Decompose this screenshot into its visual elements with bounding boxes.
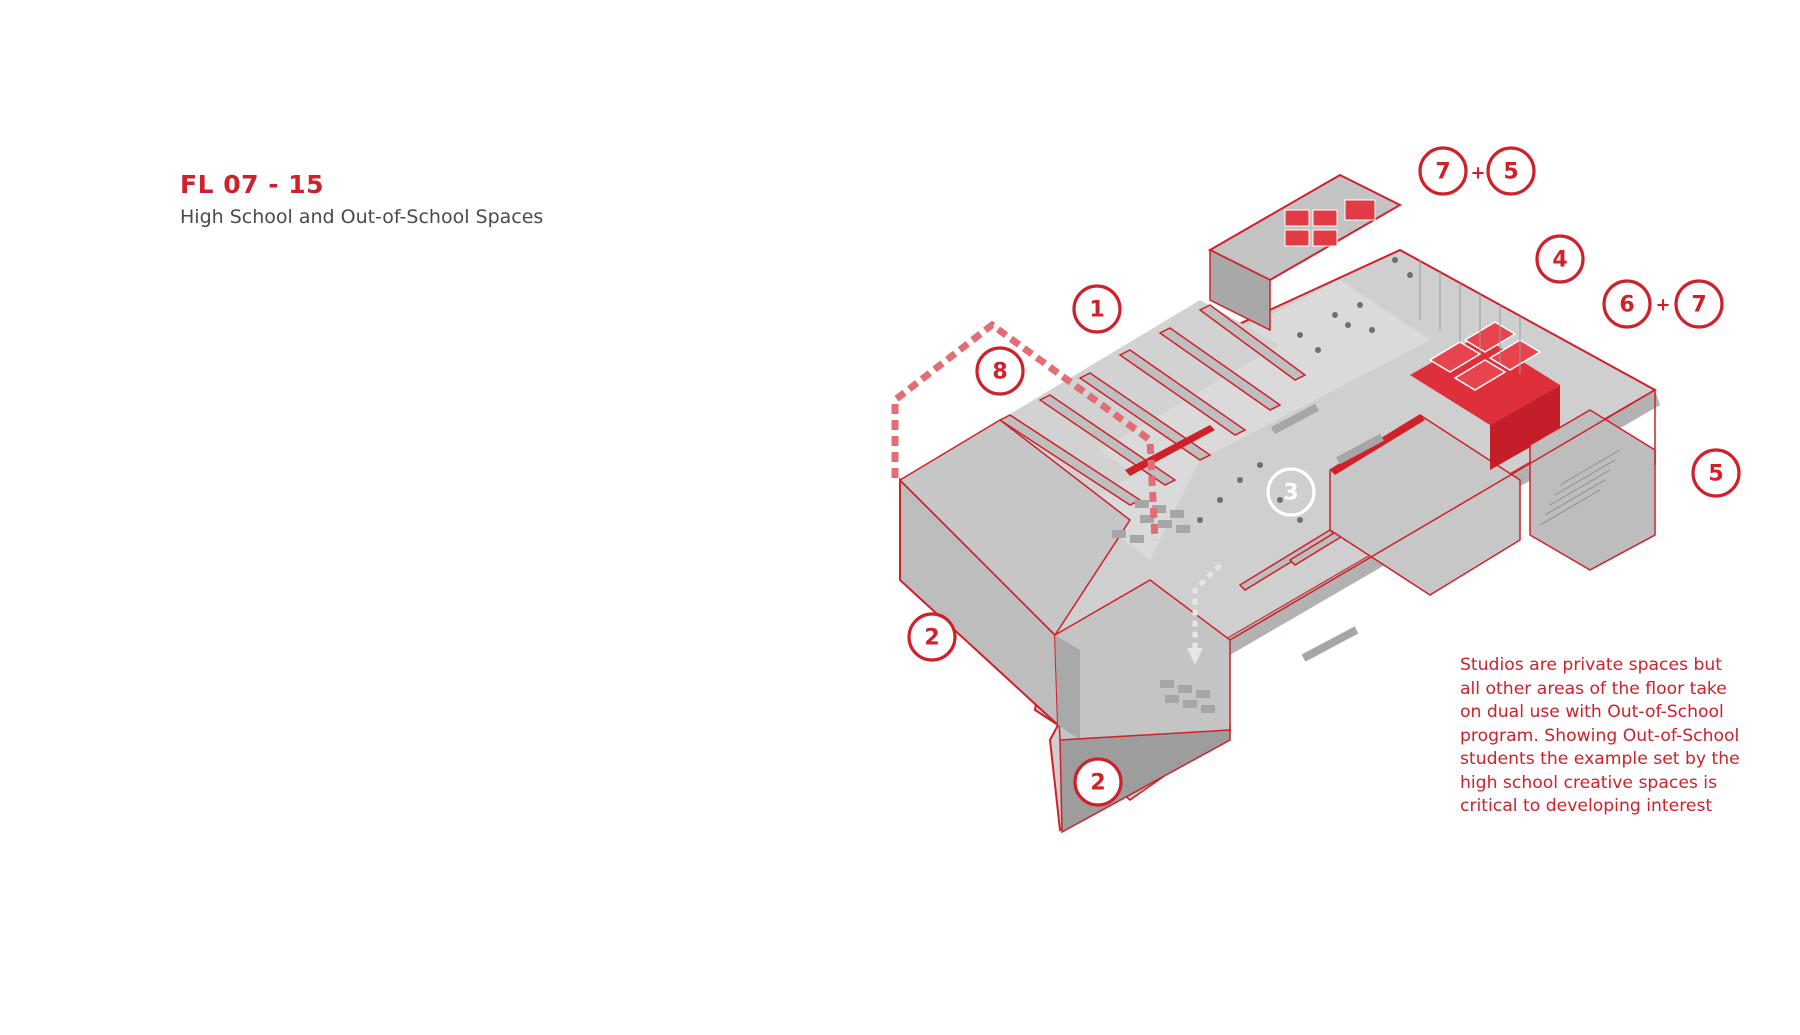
stair-block <box>1529 409 1656 571</box>
note-line: students the example set by the <box>1460 749 1740 769</box>
label-6: 6 <box>1602 279 1652 329</box>
svg-text:7: 7 <box>1435 160 1450 185</box>
left-classroom-floor <box>898 419 1132 637</box>
right-core-side <box>1490 385 1560 470</box>
note-line: critical to developing interest <box>1460 796 1713 816</box>
circulation-arrowhead <box>1187 648 1203 665</box>
annotation-note: Studios are private spaces but all other… <box>1460 654 1780 819</box>
svg-text:5: 5 <box>1503 160 1518 185</box>
note-line: all other areas of the floor take <box>1460 678 1727 699</box>
people-figures <box>1197 257 1413 523</box>
label-8: 8 <box>975 346 1025 396</box>
svg-text:6: 6 <box>1619 293 1634 318</box>
label-7a: 7 <box>1418 146 1468 196</box>
label-7b: 7 <box>1674 279 1724 329</box>
top-core-red-modules <box>1284 199 1376 247</box>
label-1: 1 <box>1072 284 1122 334</box>
label-3: 3 <box>1266 467 1316 517</box>
svg-text:7: 7 <box>1691 293 1706 318</box>
top-core-wall <box>1209 248 1271 332</box>
front-wall-base <box>1059 729 1231 834</box>
curtain-wall-mullions <box>1419 260 1521 374</box>
atrium-floor <box>1070 280 1430 560</box>
label-5a: 5 <box>1486 146 1536 196</box>
right-curtain-wall <box>1229 249 1656 641</box>
label-4: 4 <box>1535 234 1585 284</box>
future-zone-dashed-outline <box>891 320 1159 541</box>
furniture-clusters <box>1112 403 1384 713</box>
right-studio-red-edge <box>1330 415 1425 475</box>
svg-text:1: 1 <box>1089 298 1104 323</box>
note-line: on dual use with Out-of-School <box>1460 702 1724 722</box>
label-2b: 2 <box>1073 757 1123 807</box>
right-core-modules <box>1428 321 1542 391</box>
note-line: program. Showing Out-of-School <box>1460 725 1740 746</box>
svg-text:3: 3 <box>1283 481 1298 506</box>
left-studio-red-edge <box>1125 425 1215 476</box>
svg-text:2: 2 <box>1090 771 1105 796</box>
note-line: Studios are private spaces but <box>1460 655 1723 675</box>
stair-steps <box>1539 449 1621 526</box>
svg-text:5: 5 <box>1708 462 1723 487</box>
note-line: high school creative spaces is <box>1460 772 1718 793</box>
plus-sign-right: + <box>1655 295 1670 316</box>
svg-text:4: 4 <box>1552 248 1567 273</box>
circulation-arrow-path <box>1192 563 1222 650</box>
label-2a: 2 <box>907 612 957 662</box>
page-subtitle: High School and Out-of-School Spaces <box>180 206 544 228</box>
left-studio-partitions <box>998 304 1307 506</box>
label-5b: 5 <box>1691 448 1741 498</box>
svg-text:8: 8 <box>992 360 1007 385</box>
front-room-wall <box>1055 635 1080 740</box>
plus-sign-top: + <box>1470 163 1485 184</box>
page-title: FL 07 - 15 <box>180 170 325 199</box>
svg-text:2: 2 <box>924 626 939 651</box>
